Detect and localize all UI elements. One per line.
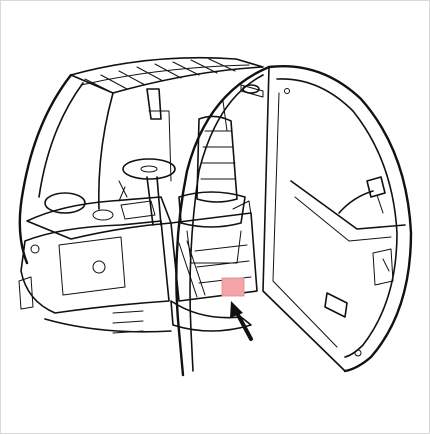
operator-seat (178, 115, 252, 264)
cab-floor (170, 212, 258, 332)
roof-details (222, 84, 260, 132)
dashboard (18, 192, 172, 334)
door-handle (338, 176, 386, 214)
roof-guard (70, 56, 264, 94)
serial-plate-highlight (221, 277, 245, 297)
steering-wheel (118, 158, 176, 226)
cab-frame-left (18, 73, 172, 265)
front-pillar (175, 65, 271, 377)
open-door (262, 65, 413, 373)
arrow-up-left-icon (230, 301, 253, 341)
